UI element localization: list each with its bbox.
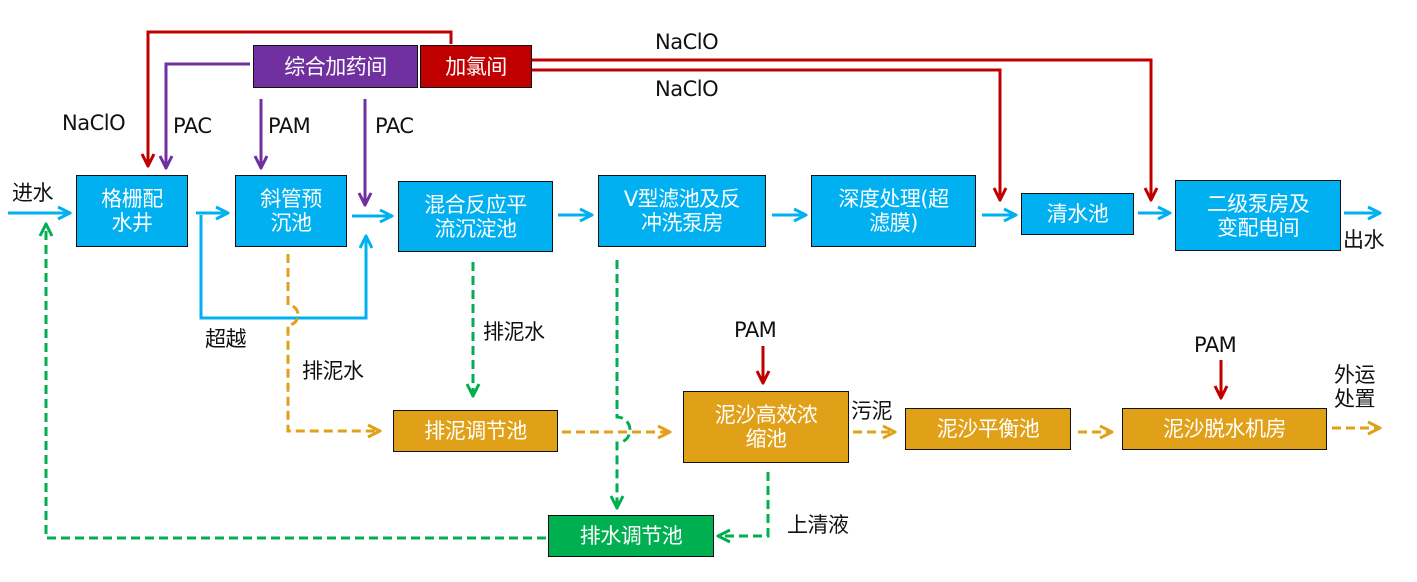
pac-label-1: PAC (173, 114, 212, 138)
bypass-label: 超越 (205, 327, 247, 351)
pac-label-2: PAC (375, 114, 414, 138)
unit-thickener: 泥沙高效浓 缩池 (683, 391, 849, 463)
bypass-line (199, 215, 366, 320)
naclo-label-top: NaClO (655, 30, 719, 54)
unit-mixing-sedimentation: 混合反应平 流沉淀池 (398, 181, 553, 252)
unit-dewatering-house: 泥沙脱水机房 (1122, 408, 1327, 450)
supernatant-label: 上清液 (787, 513, 849, 537)
chem-dosing-room: 综合加药间 (253, 45, 418, 88)
unit-screen-distribution-well: 格栅配 水井 (76, 175, 188, 247)
pam-label-1: PAM (268, 114, 311, 138)
outlet-label: 出水 (1343, 228, 1385, 252)
unit-clear-water-tank: 清水池 (1021, 193, 1134, 235)
pam-label-dewater: PAM (1194, 333, 1237, 357)
unit-v-filter: V型滤池及反 冲洗泵房 (598, 175, 766, 247)
inlet-label: 进水 (12, 181, 54, 205)
sludge-water-label-1: 排泥水 (302, 359, 364, 383)
naclo-label-1: NaClO (62, 111, 126, 135)
return-line (46, 224, 546, 540)
unit-sludge-regulating-tank: 排泥调节池 (393, 410, 558, 452)
naclo-label-mid: NaClO (655, 77, 719, 101)
naclo-line-mid (532, 68, 1000, 200)
unit-advanced-treatment: 深度处理(超 滤膜) (811, 175, 976, 247)
disposal-label: 外运 处置 (1334, 363, 1376, 411)
naclo-line-1 (148, 30, 453, 166)
naclo-line-top (532, 58, 1151, 200)
sludge-label: 污泥 (851, 399, 893, 423)
pam-label-thickener: PAM (734, 318, 777, 342)
supernatant-line (718, 472, 770, 536)
sludge-water-label-2: 排泥水 (483, 320, 545, 344)
chlorine-dosing-room: 加氯间 (420, 45, 532, 88)
unit-secondary-pump-house: 二级泵房及 变配电间 (1175, 180, 1341, 251)
unit-pre-sedimentation: 斜管预 沉池 (235, 175, 347, 247)
unit-drain-regulating-tank: 排水调节池 (548, 515, 714, 557)
unit-balance-tank: 泥沙平衡池 (905, 408, 1071, 450)
pac-line-1 (166, 62, 250, 168)
filter-wash-line (617, 260, 632, 508)
